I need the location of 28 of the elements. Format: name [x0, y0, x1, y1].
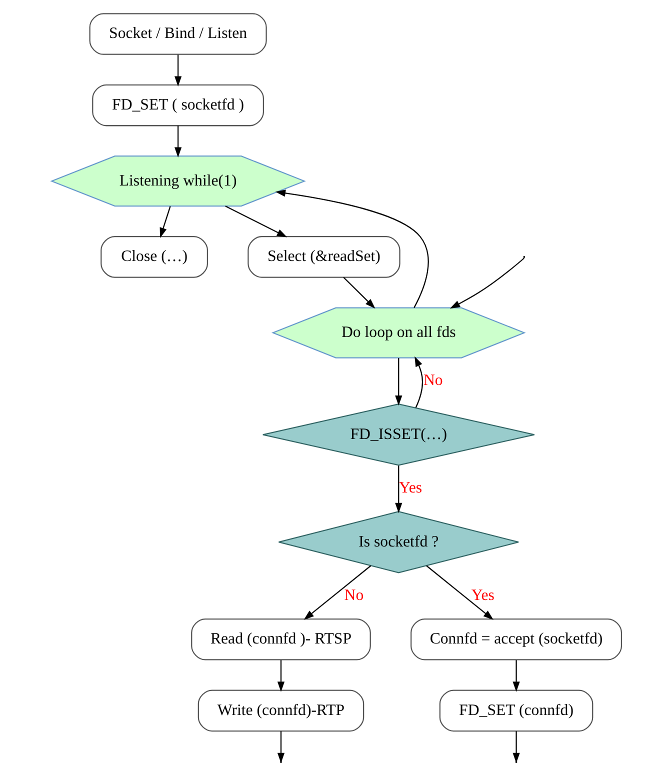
edge-label: Yes: [398, 479, 422, 496]
edge-label: No: [422, 372, 442, 389]
edge-label: No: [344, 586, 364, 604]
node-box: Write (connfd)-RTP: [197, 689, 364, 732]
arrow: [342, 276, 375, 308]
arrow: [394, 465, 402, 513]
node-box: FD_SET ( socketfd ): [92, 84, 264, 126]
arrow: [394, 358, 402, 406]
node-box: Socket / Bind / Listen: [88, 12, 266, 54]
node-diamond: Is socketfd ?: [278, 510, 519, 573]
node-diamond: FD_ISSET(…): [262, 403, 534, 466]
arrow: [276, 660, 284, 692]
node-box: FD_SET (connfd): [438, 689, 593, 732]
arrow: [303, 564, 371, 620]
node-box: Connfd = accept (socketfd): [410, 618, 622, 660]
node-box: Select (&readSet): [247, 236, 400, 278]
arrow: [449, 257, 524, 308]
arrow: [174, 54, 182, 86]
arrow: [414, 356, 423, 408]
arrow: [224, 205, 287, 237]
arrow: [274, 189, 428, 308]
edge-label: Yes: [470, 586, 494, 604]
arrow: [159, 206, 170, 238]
node-box: Close (…): [100, 236, 208, 278]
arrow: [512, 660, 520, 692]
arrow: [426, 564, 494, 620]
node-box: Read (connfd )- RTSP: [190, 618, 370, 660]
arrow: [174, 125, 182, 157]
